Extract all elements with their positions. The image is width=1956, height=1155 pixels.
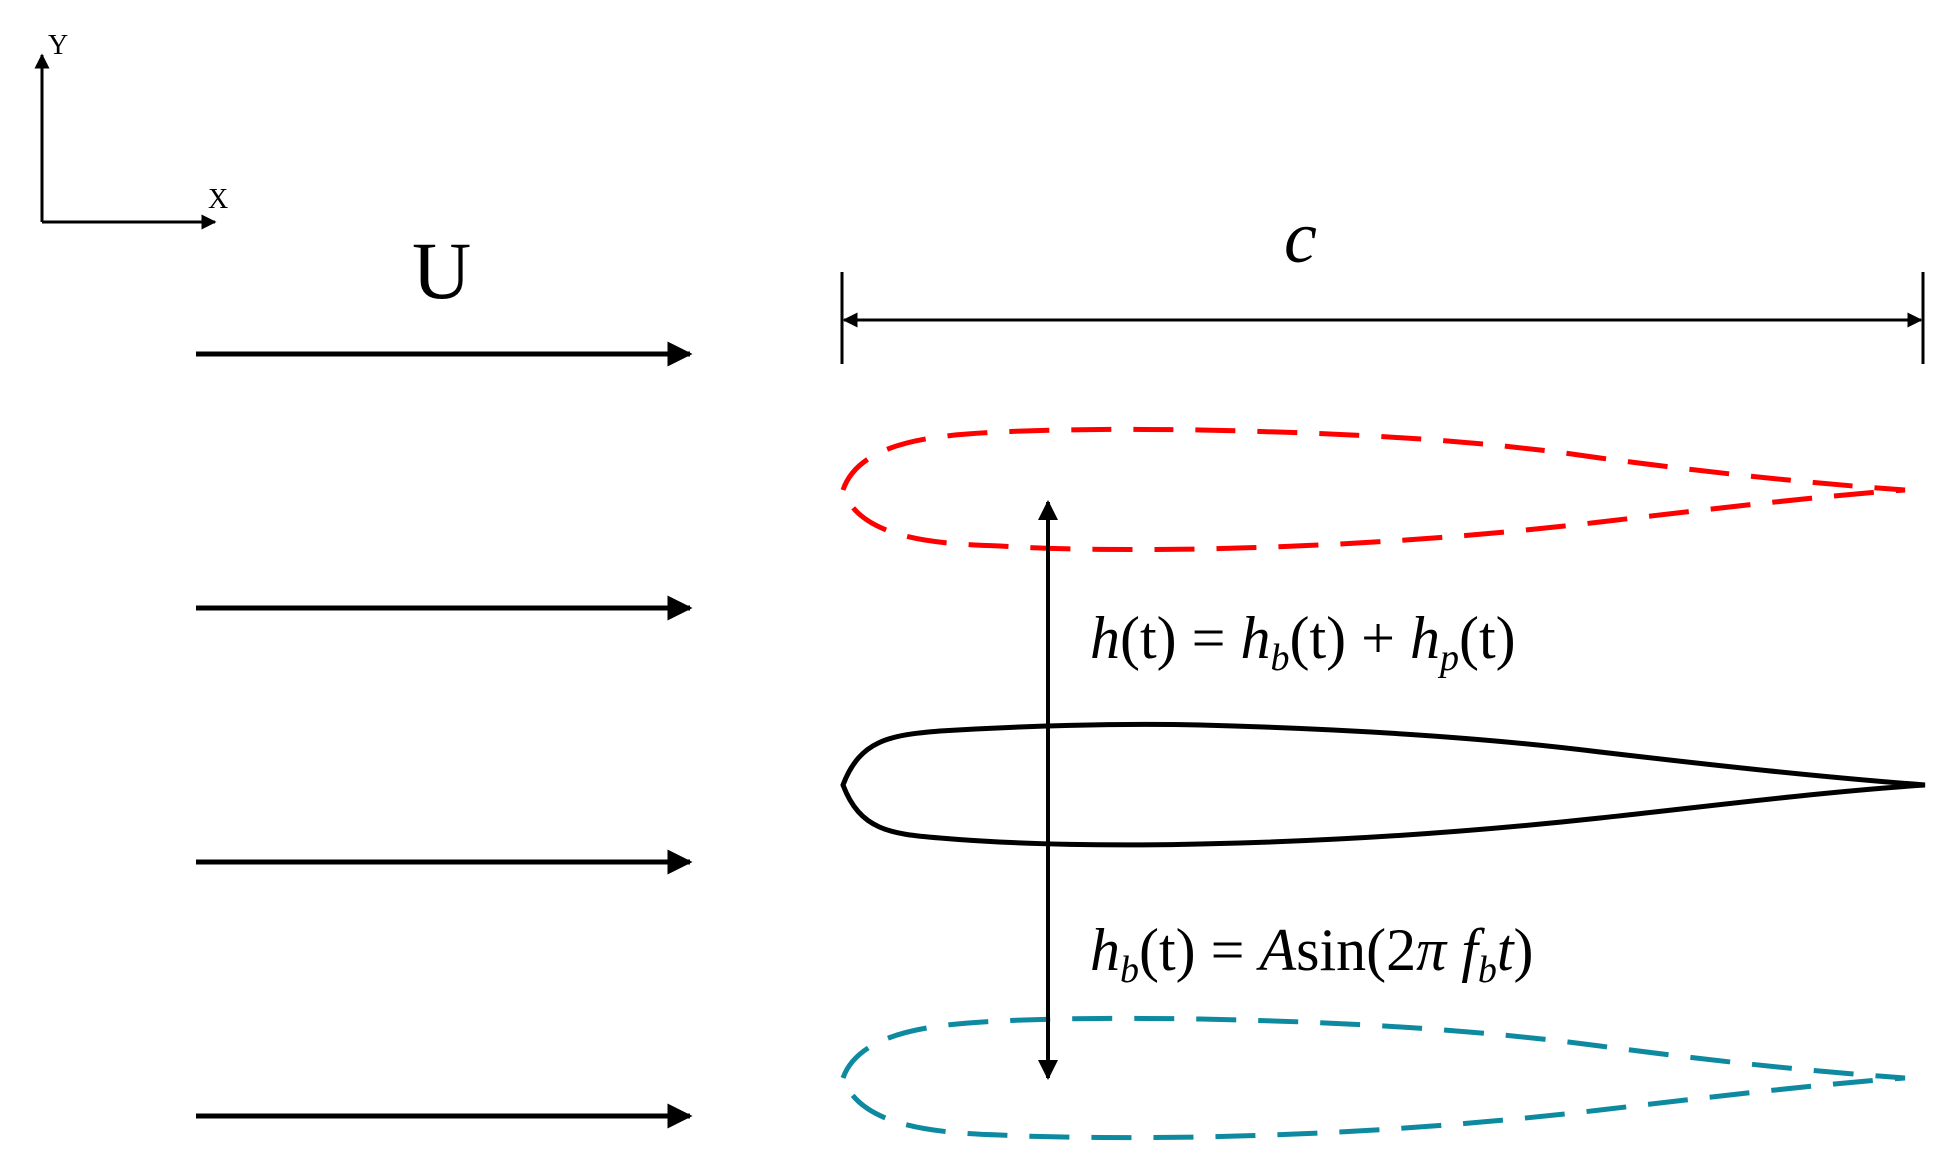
eq2-close-paren: ) — [1514, 917, 1534, 983]
eq2-amplitude: A — [1255, 917, 1296, 983]
eq2-t: t — [1497, 917, 1515, 983]
eq2-equals: = — [1196, 917, 1260, 983]
eq2-sin: sin(2 — [1296, 917, 1416, 983]
eq-hb: h — [1240, 605, 1270, 671]
bending-heave-equation: hb(t) = Asin(2π fbt) — [1090, 917, 1534, 991]
eq-b-subscript: b — [1270, 637, 1289, 679]
free-stream-flow: U — [196, 225, 693, 1129]
eq2-pi: π — [1416, 917, 1448, 983]
chord-label: c — [1284, 197, 1317, 279]
y-axis-label: Y — [48, 30, 68, 61]
x-axis-label: X — [208, 184, 228, 215]
eq2-b-subscript: b — [1120, 949, 1139, 991]
eq2-hb: h — [1090, 917, 1120, 983]
lower-airfoil-outline — [840, 1015, 1906, 1141]
chord-dimension: c — [840, 197, 1925, 364]
lower-airfoil-position — [840, 1015, 1906, 1141]
total-heave-equation: h(t) = hb(t) + hp(t) — [1090, 605, 1516, 679]
neutral-airfoil-position — [840, 721, 1926, 848]
eq-p-subscript: p — [1437, 637, 1459, 679]
coordinate-axes: Y X — [34, 30, 228, 230]
eq-h: h — [1090, 605, 1120, 671]
eq-hp: h — [1410, 605, 1440, 671]
eq-equals: = — [1177, 605, 1241, 671]
eq-t2: (t) — [1289, 605, 1346, 671]
upper-airfoil-outline — [840, 426, 1906, 553]
eq2-fb-subscript: b — [1478, 949, 1497, 991]
eq2-t1: (t) — [1139, 917, 1196, 983]
eq-plus: + — [1346, 605, 1410, 671]
flow-velocity-label: U — [412, 225, 471, 316]
eq-t1: (t) — [1120, 605, 1177, 671]
neutral-airfoil-outline — [840, 721, 1926, 848]
upper-airfoil-position — [840, 426, 1906, 553]
eq-t3: (t) — [1459, 605, 1516, 671]
